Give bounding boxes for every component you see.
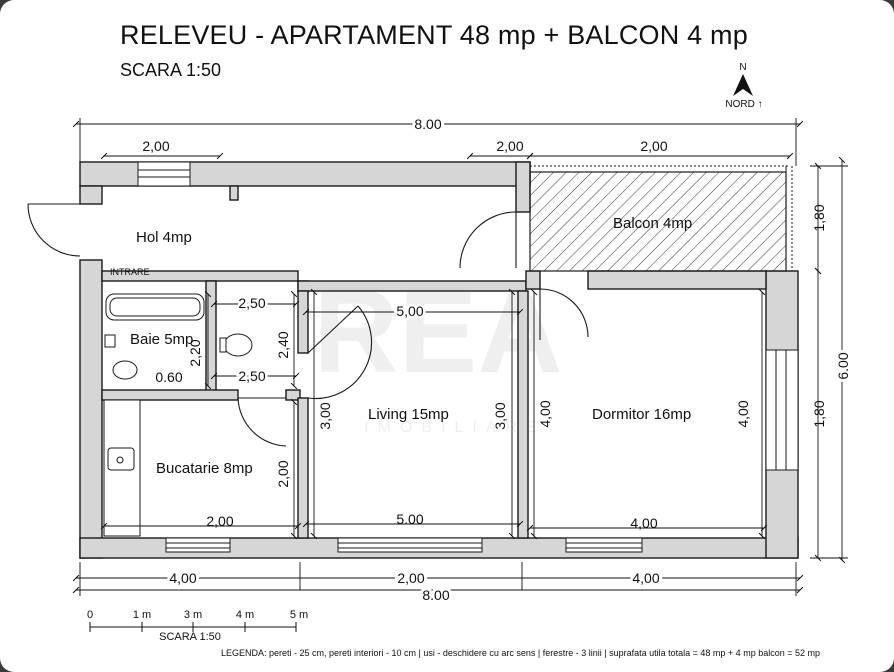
wall-kitchen-right (297, 397, 309, 539)
scale-tick-0: 0 (87, 609, 93, 621)
scale-tick-2: 3 m (184, 609, 202, 621)
watermark-subtitle: IMOBILIARE (364, 419, 546, 436)
window-living (337, 537, 483, 553)
wall-kitchen-right (297, 290, 309, 354)
dimension-labels: 8.00 2,00 2,00 2,00 1,80 6.00 1,80 2,50 … (142, 113, 854, 606)
dim-bedroom-height-left: 4,00 (537, 400, 553, 427)
toilet-icon (112, 360, 138, 380)
dim-right-upper: 1,80 (811, 204, 827, 231)
entrance-door (27, 203, 81, 257)
scale-tick-4: 5 m (290, 609, 308, 621)
wall-stub (229, 185, 239, 201)
entrance-label: INTRARE (110, 267, 150, 277)
dim-top-left: 2,00 (142, 138, 169, 154)
scale-tick-3: 4 m (236, 609, 254, 621)
room-label-living: Living 15mp (368, 406, 449, 423)
dim-bath-small: 0.60 (155, 369, 182, 385)
toilet-icon (223, 333, 253, 357)
north-letter: N (739, 62, 746, 73)
dim-overall-top: 8.00 (414, 116, 441, 132)
dim-kitchen-height: 2,00 (275, 460, 291, 487)
balcony-door (459, 211, 517, 269)
north-arrow: N NORD ↑ (725, 62, 762, 110)
wall-bath-right (205, 280, 217, 400)
dim-bottom-mid: 2,00 (397, 570, 424, 586)
windows (137, 161, 799, 553)
dim-living-height-left: 3,00 (317, 402, 333, 429)
dim-top-right: 2,00 (640, 138, 667, 154)
room-label-hol: Hol 4mp (136, 229, 192, 246)
dimension-lines (72, 118, 848, 596)
plan-title: RELEVEU - APARTAMENT 48 mp + BALCON 4 mp (120, 20, 748, 50)
dim-living-height-right: 3,00 (492, 402, 508, 429)
room-label-dormitor: Dormitor 16mp (592, 406, 691, 423)
room-labels: Hol 4mp Balcon 4mp Baie 5mp Living 15mp … (110, 215, 692, 477)
kitchen-door (237, 397, 287, 447)
north-label: NORD ↑ (725, 99, 762, 110)
wall-left (79, 185, 103, 205)
legend-text: LEGENDA: pereti - 25 cm, pereti interior… (220, 648, 820, 658)
window-hall (137, 161, 191, 187)
wall-living-top (297, 280, 527, 292)
dim-bedroom-height-right: 4,00 (735, 400, 751, 427)
window-bedroom-right (765, 349, 799, 471)
wall-bath-bottom (101, 389, 239, 401)
dim-right-lower: 1,80 (811, 400, 827, 427)
scale-caption: SCARA 1:50 (159, 631, 221, 643)
wall-bed-top (587, 270, 767, 290)
room-label-baie: Baie 5mp (130, 331, 193, 348)
wall-hall-bottom (101, 270, 299, 282)
dim-bedroom-width: 4,00 (630, 515, 657, 531)
dim-right-total: 6.00 (835, 352, 851, 379)
window-kitchen (165, 537, 231, 553)
scale-bar: 0 1 m 3 m 4 m 5 m SCARA 1:50 (87, 609, 308, 643)
bath-sink-icon (104, 334, 116, 348)
scale-tick-1: 1 m (133, 609, 151, 621)
fixtures (103, 293, 253, 537)
wall-living-right (517, 290, 529, 539)
dim-hall-height: 2,40 (275, 331, 291, 358)
dim-bath-width-top: 2,50 (238, 295, 265, 311)
bedroom-door (539, 288, 589, 340)
dim-bath-width-bottom: 2,50 (238, 368, 265, 384)
room-label-bucatarie: Bucatarie 8mp (156, 460, 253, 477)
dim-overall-bottom: 8.00 (422, 587, 449, 603)
wall-mid-top (515, 161, 531, 213)
window-bedroom-bottom (565, 537, 643, 553)
dim-bath-height: 2,20 (187, 339, 203, 366)
dim-bottom-left: 4,00 (169, 570, 196, 586)
dim-top-mid: 2,00 (496, 138, 523, 154)
north-arrow-icon (733, 74, 753, 96)
plan-scale-label: SCARA 1:50 (120, 60, 222, 80)
dim-kitchen-width: 2,00 (206, 513, 233, 529)
dim-living-width-top: 5,00 (396, 303, 423, 319)
dim-living-width-bottom: 5.00 (396, 511, 423, 527)
wall-left (79, 259, 103, 559)
dim-bottom-right: 4,00 (632, 570, 659, 586)
room-label-balcon: Balcon 4mp (613, 215, 692, 232)
balcony (529, 165, 793, 272)
wall-bed-top (525, 270, 541, 290)
